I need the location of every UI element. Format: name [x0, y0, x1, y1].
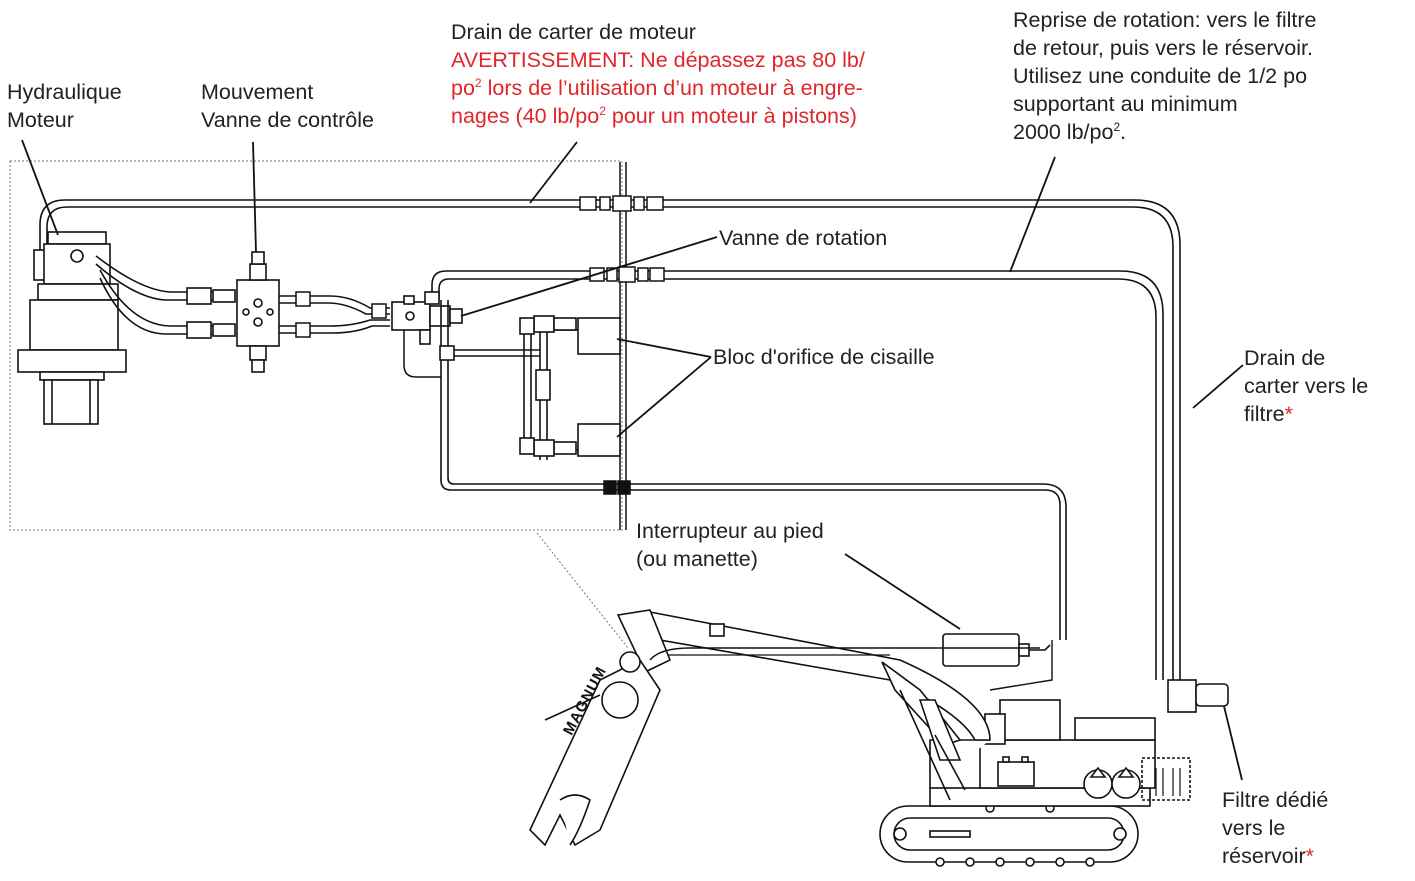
case-drain-warning-line1: AVERTISSEMENT: Ne dépassez pas 80 lb/ — [451, 48, 865, 72]
control-valve — [186, 251, 280, 373]
foot-switch-line1: Interrupteur au pied — [636, 519, 824, 543]
foot-switch-label: Interrupteur au pied (ou manette) — [636, 517, 824, 573]
case-drain-label: Drain de carter de moteur AVERTISSEMENT:… — [451, 18, 865, 130]
motor-valve-hoses — [95, 255, 225, 335]
pressure-hose — [440, 300, 1067, 640]
rotation-return-line1: Reprise de rotation: vers le filtre — [1013, 8, 1317, 32]
case-drain-filter-line1: Drain de — [1244, 346, 1326, 370]
control-valve-label-line2: Vanne de contrôle — [201, 108, 374, 132]
pressure-fittings — [603, 480, 631, 495]
dedicated-filter-line1: Filtre dédié — [1222, 788, 1329, 812]
rotation-return-hose — [431, 270, 1164, 680]
rotation-return-label: Reprise de rotation: vers le filtre de r… — [1013, 6, 1317, 146]
hydraulic-motor-label-line2: Moteur — [7, 108, 74, 132]
hydraulic-motor — [17, 231, 127, 425]
case-drain-title: Drain de carter de moteur — [451, 20, 696, 44]
hydraulic-motor-label: Hydraulique Moteur — [7, 78, 122, 134]
zoom-connector — [536, 532, 629, 649]
drain-fittings — [579, 195, 664, 212]
excavator — [529, 609, 1229, 867]
dedicated-filter-label: Filtre dédié vers le réservoir* — [1222, 786, 1328, 870]
shear-port-plumbing — [448, 325, 580, 460]
rotation-return-line5: 2000 lb/po2. — [1013, 119, 1127, 144]
dedicated-filter — [1167, 679, 1197, 713]
battery — [997, 761, 1035, 787]
case-drain-filter-line2: carter vers le — [1244, 374, 1369, 398]
foot-switch-controller — [942, 633, 1020, 667]
return-fittings — [589, 266, 665, 283]
detail-frame — [9, 160, 623, 531]
case-drain-filter-line3: filtre* — [1244, 402, 1293, 426]
dedicated-filter-line3: réservoir* — [1222, 844, 1315, 868]
rotation-return-line3: Utilisez une conduite de 1/2 po — [1013, 64, 1308, 88]
foot-switch-line2: (ou manette) — [636, 547, 758, 571]
rotation-return-line4: supportant au minimum — [1013, 92, 1238, 116]
case-drain-warning-line3: nages (40 lb/po2 pour un moteur à piston… — [451, 103, 857, 128]
case-drain-filter-label: Drain de carter vers le filtre* — [1244, 344, 1368, 428]
leader-lines — [21, 139, 1244, 781]
case-drain-hose — [39, 199, 1181, 680]
control-valve-label-line1: Mouvement — [201, 80, 314, 104]
dedicated-filter-line2: vers le — [1222, 816, 1286, 840]
control-valve-label: Mouvement Vanne de contrôle — [201, 78, 374, 134]
rotation-valve — [391, 291, 463, 345]
shear-port-block-label: Bloc d'orifice de cisaille — [713, 345, 935, 369]
hydraulic-lines-machine — [649, 640, 1053, 691]
case-drain-warning-line2: po2 lors de l’utilisation d’un moteur à … — [451, 75, 863, 100]
valve-hoses — [279, 295, 390, 334]
rotation-valve-label: Vanne de rotation — [719, 226, 888, 250]
hydraulic-motor-label-line1: Hydraulique — [7, 80, 122, 104]
rotation-return-line2: de retour, puis vers le réservoir. — [1013, 36, 1313, 60]
shear-port-blocks — [439, 315, 621, 457]
